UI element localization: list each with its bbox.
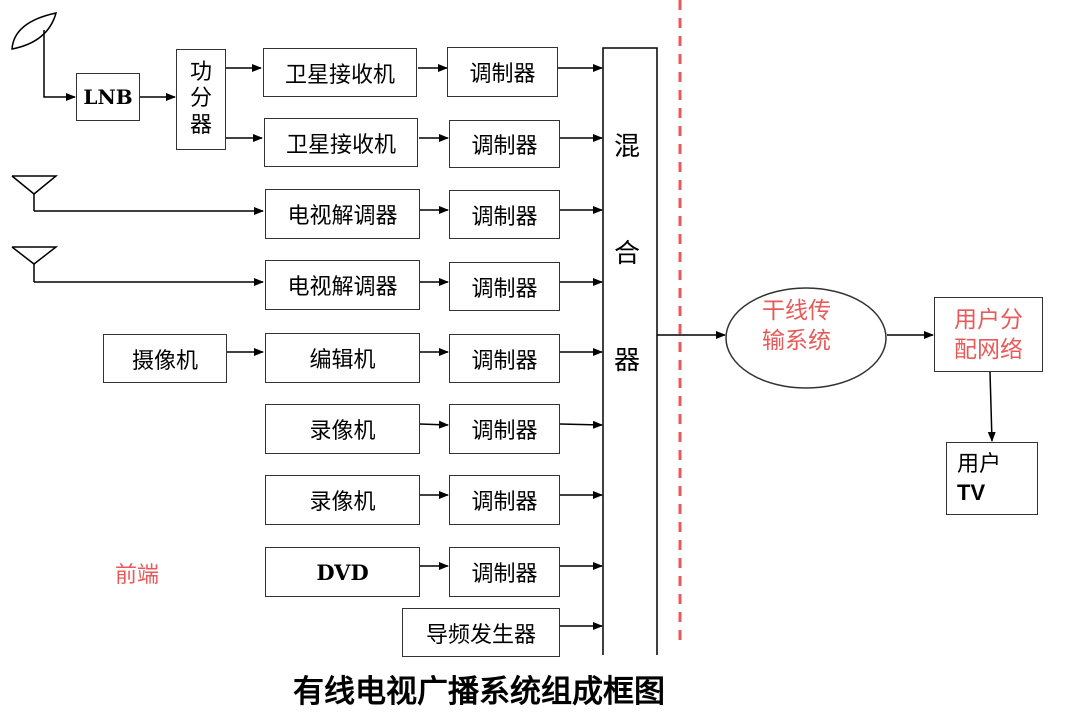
satellite-receiver-box: 卫星接收机	[263, 48, 417, 97]
user-tv-line: 用户	[957, 451, 1002, 477]
satellite-dish-icon	[11, 12, 76, 101]
splitter-char: 器	[189, 112, 212, 138]
frontend-label: 前端	[115, 563, 160, 588]
distribution-line: 配网络	[954, 336, 1023, 363]
distribution-box: 用户分 配网络	[934, 297, 1043, 372]
modulator-box: 调制器	[449, 475, 560, 525]
lnb-box: LNB	[76, 73, 140, 121]
trunk-ellipse	[725, 287, 887, 389]
splitter-char: 分	[189, 86, 212, 112]
splitter-box: 功 分 器	[176, 49, 226, 150]
mixer-outline	[602, 47, 658, 655]
tv-demodulator-box: 电视解调器	[265, 260, 420, 310]
editor-box: 编辑机	[265, 333, 420, 383]
tv-demodulator-box: 电视解调器	[265, 189, 420, 239]
user-tv-line: TV	[957, 479, 986, 505]
dvd-box: DVD	[265, 547, 420, 597]
diagram-title: 有线电视广播系统组成框图	[293, 674, 665, 710]
splitter-char: 功	[189, 59, 212, 85]
modulator-box: 调制器	[449, 262, 560, 311]
trunk-line: 输系统	[762, 328, 831, 354]
modulator-box: 调制器	[449, 404, 560, 454]
antenna-icon	[11, 246, 264, 286]
trunk-label: 干线传 输系统	[762, 296, 831, 356]
vcr-box: 录像机	[265, 404, 420, 454]
distribution-line: 用户分	[954, 306, 1023, 333]
mixer-label: 器	[614, 346, 641, 376]
mixer-label: 混	[614, 132, 641, 162]
user-tv-box: 用户 TV	[946, 442, 1038, 515]
modulator-box: 调制器	[449, 190, 560, 239]
modulator-box: 调制器	[449, 334, 560, 383]
modulator-box: 调制器	[449, 547, 560, 597]
modulator-box: 调制器	[447, 47, 558, 97]
antenna-icon	[11, 175, 264, 215]
vcr-box: 录像机	[265, 475, 420, 525]
modulator-box: 调制器	[449, 120, 560, 168]
camera-box: 摄像机	[103, 334, 227, 383]
pilot-generator-box: 导频发生器	[402, 608, 560, 657]
trunk-line: 干线传	[762, 298, 831, 324]
mixer-label: 合	[614, 239, 641, 269]
satellite-receiver-box: 卫星接收机	[264, 118, 418, 167]
